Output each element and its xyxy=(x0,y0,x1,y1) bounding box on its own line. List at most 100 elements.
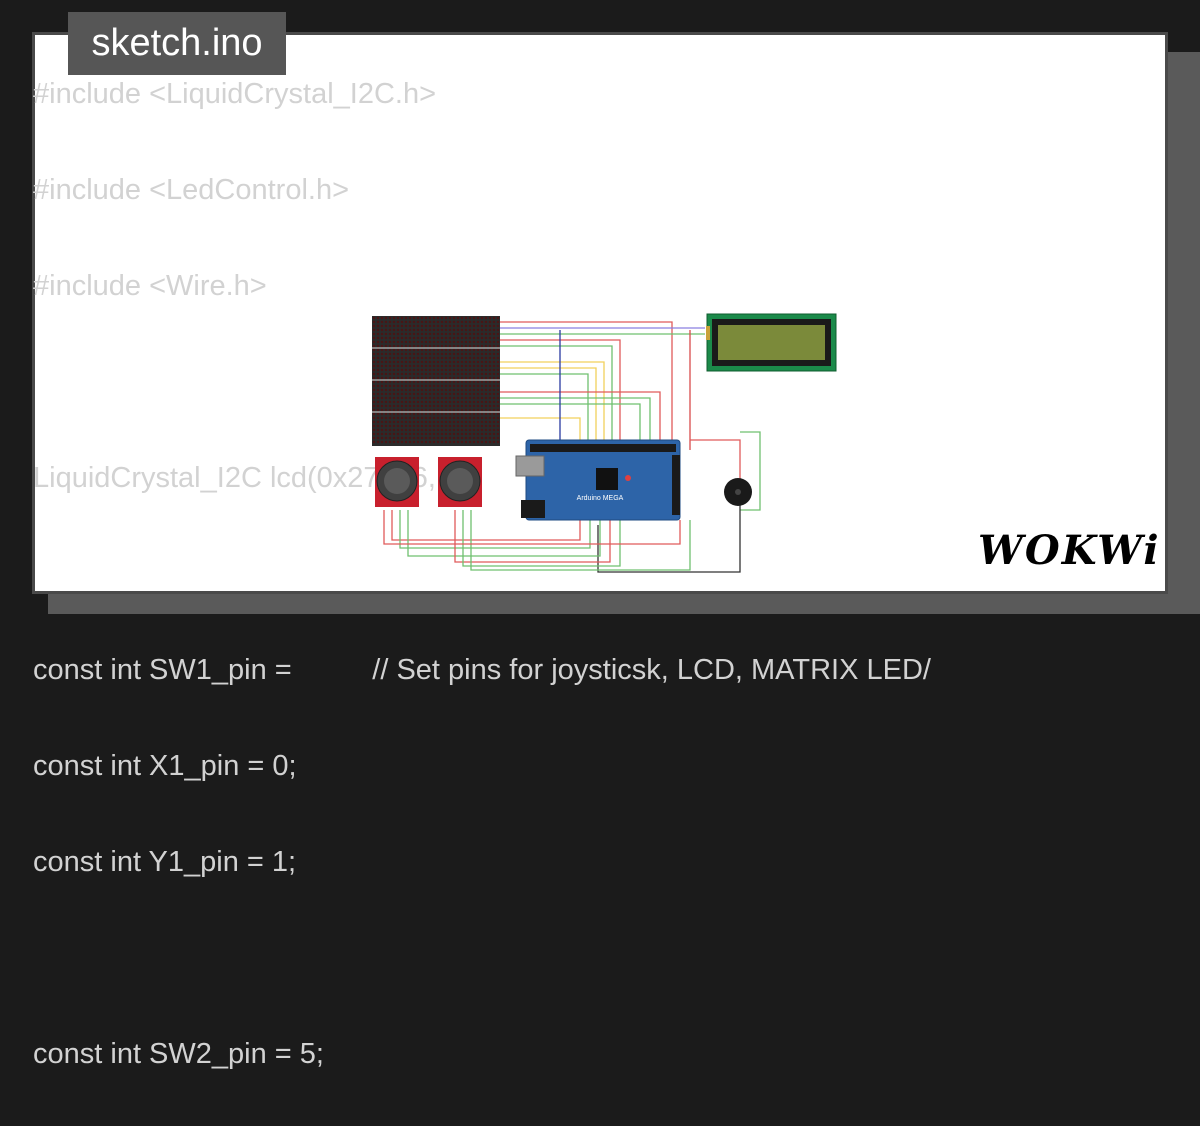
led-dot xyxy=(488,412,492,416)
led-dot xyxy=(460,372,464,376)
led-dot xyxy=(416,396,420,400)
led-dot xyxy=(456,348,460,352)
led-dot xyxy=(448,428,452,432)
led-dot xyxy=(468,380,472,384)
led-dot xyxy=(408,428,412,432)
led-dot xyxy=(484,384,488,388)
led-dot xyxy=(396,352,400,356)
led-dot xyxy=(452,400,456,404)
led-dot xyxy=(444,364,448,368)
led-dot xyxy=(376,360,380,364)
led-dot xyxy=(492,380,496,384)
led-dot xyxy=(384,368,388,372)
joystick-2[interactable] xyxy=(438,457,482,507)
led-dot xyxy=(392,320,396,324)
led-dot xyxy=(420,424,424,428)
led-dot xyxy=(396,392,400,396)
led-dot xyxy=(480,348,484,352)
led-dot xyxy=(452,376,456,380)
led-matrix[interactable] xyxy=(372,316,500,446)
led-dot xyxy=(492,372,496,376)
led-dot xyxy=(412,336,416,340)
led-dot xyxy=(400,408,404,412)
led-dot xyxy=(376,352,380,356)
led-dot xyxy=(480,392,484,396)
led-dot xyxy=(384,348,388,352)
led-dot xyxy=(440,316,444,320)
led-dot xyxy=(432,428,436,432)
led-dot xyxy=(384,380,388,384)
led-dot xyxy=(440,392,444,396)
arduino-mega-board[interactable]: Arduino MEGA xyxy=(515,439,681,521)
led-dot xyxy=(460,396,464,400)
led-dot xyxy=(464,372,468,376)
led-dot xyxy=(396,388,400,392)
led-dot xyxy=(452,352,456,356)
led-dot xyxy=(412,384,416,388)
led-dot xyxy=(472,344,476,348)
led-dot xyxy=(488,316,492,320)
buzzer[interactable] xyxy=(724,478,752,506)
led-dot xyxy=(476,356,480,360)
led-dot xyxy=(460,332,464,336)
led-dot xyxy=(420,336,424,340)
filename-tab[interactable]: sketch.ino xyxy=(68,12,286,75)
led-dot xyxy=(432,408,436,412)
led-dot xyxy=(480,432,484,436)
led-dot xyxy=(480,416,484,420)
led-dot xyxy=(408,364,412,368)
led-dot xyxy=(384,388,388,392)
led-dot xyxy=(492,328,496,332)
led-dot xyxy=(476,324,480,328)
lcd-display[interactable] xyxy=(706,313,837,372)
led-dot xyxy=(384,352,388,356)
led-dot xyxy=(428,376,432,380)
led-dot xyxy=(448,348,452,352)
led-dot xyxy=(412,404,416,408)
led-dot xyxy=(472,428,476,432)
led-dot xyxy=(432,360,436,364)
led-dot xyxy=(464,428,468,432)
led-dot xyxy=(456,408,460,412)
led-dot xyxy=(380,348,384,352)
led-dot xyxy=(464,348,468,352)
led-dot xyxy=(420,352,424,356)
led-dot xyxy=(412,380,416,384)
led-dot xyxy=(404,440,408,444)
led-dot xyxy=(440,332,444,336)
led-dot xyxy=(484,408,488,412)
led-dot xyxy=(468,428,472,432)
led-dot xyxy=(448,360,452,364)
led-dot xyxy=(412,420,416,424)
led-dot xyxy=(492,324,496,328)
led-dot xyxy=(476,420,480,424)
led-dot xyxy=(496,332,500,336)
led-dot xyxy=(496,340,500,344)
led-dot xyxy=(464,396,468,400)
led-dot xyxy=(404,360,408,364)
led-dot xyxy=(416,436,420,440)
led-dot xyxy=(488,420,492,424)
led-dot xyxy=(392,404,396,408)
led-dot xyxy=(428,420,432,424)
led-dot xyxy=(444,408,448,412)
led-dot xyxy=(484,368,488,372)
led-dot xyxy=(392,356,396,360)
led-dot xyxy=(484,364,488,368)
led-dot xyxy=(380,356,384,360)
led-dot xyxy=(372,340,376,344)
led-dot xyxy=(480,436,484,440)
led-dot xyxy=(372,408,376,412)
led-dot xyxy=(472,420,476,424)
led-dot xyxy=(396,384,400,388)
led-dot xyxy=(472,412,476,416)
led-dot xyxy=(476,384,480,388)
led-dot xyxy=(484,428,488,432)
led-dot xyxy=(468,420,472,424)
joystick-1[interactable] xyxy=(375,457,419,507)
led-dot xyxy=(456,416,460,420)
led-dot xyxy=(492,364,496,368)
led-dot xyxy=(476,440,480,444)
led-dot xyxy=(420,332,424,336)
led-dot xyxy=(404,364,408,368)
